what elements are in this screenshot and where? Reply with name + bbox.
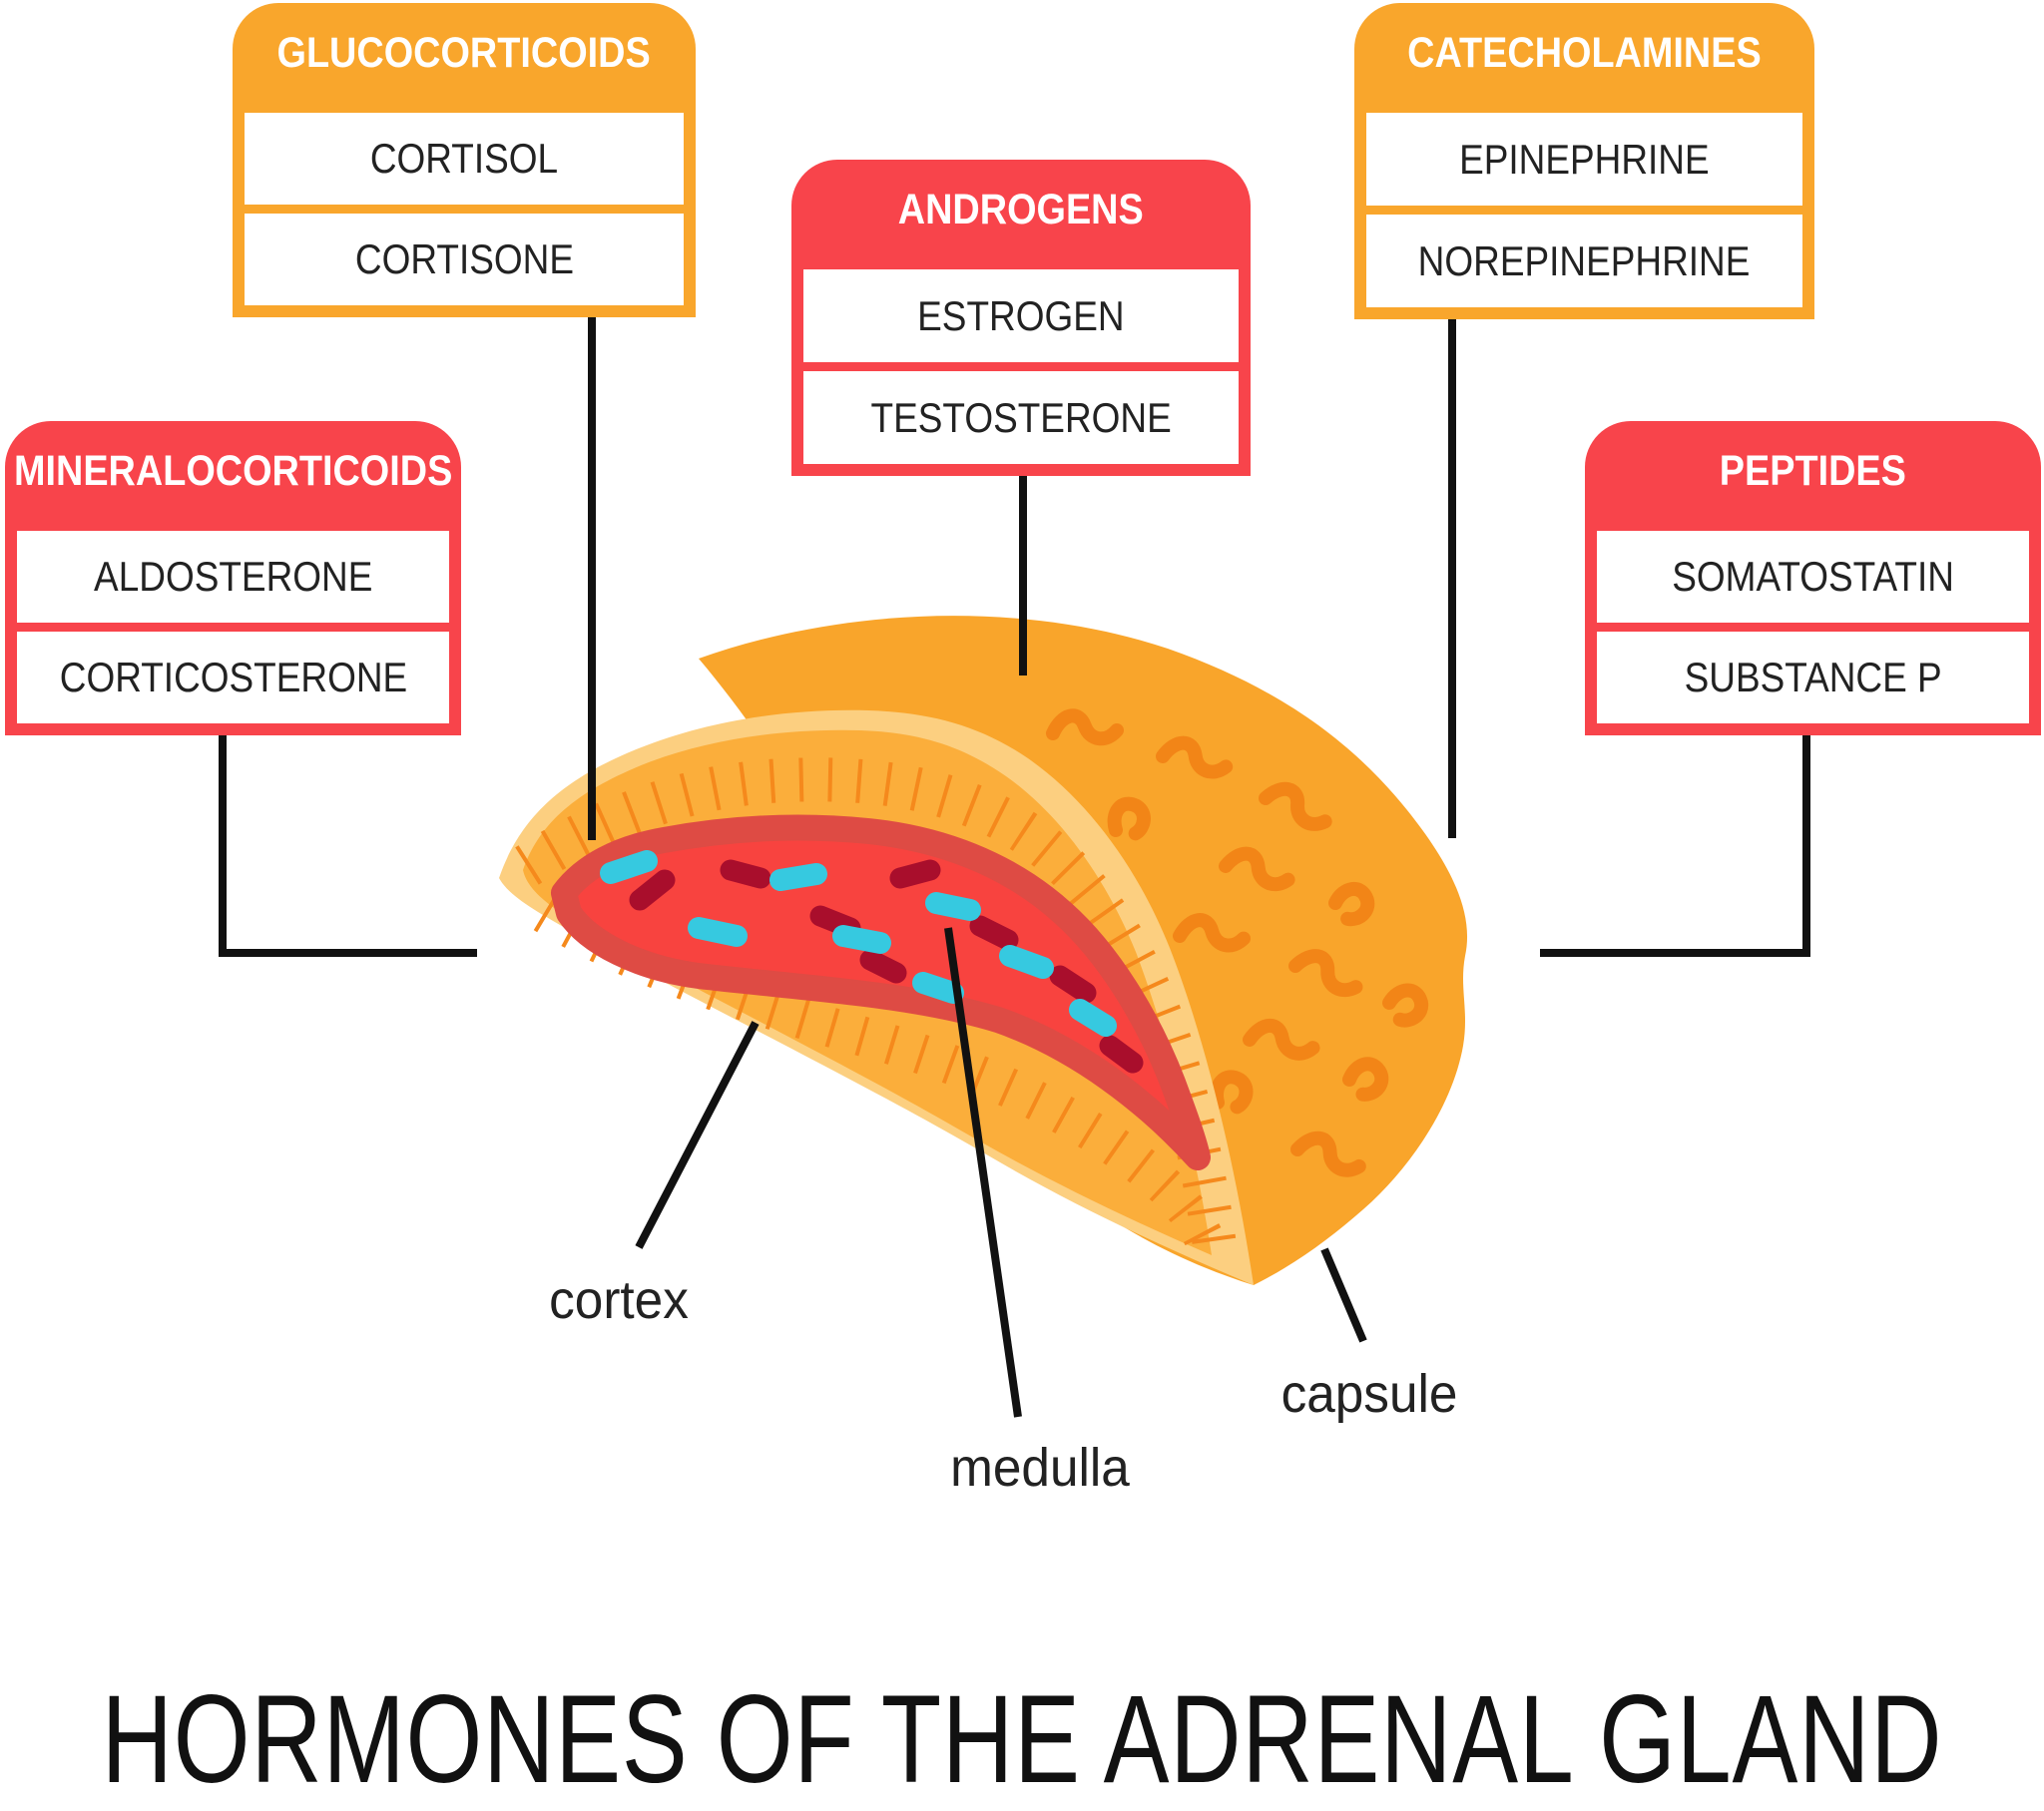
- box-mineralocorticoids-item: CORTICOSTERONE: [17, 632, 449, 723]
- box-mineralocorticoids-title: MINERALOCORTICOIDS: [13, 447, 453, 495]
- cortex-label: cortex: [549, 1270, 689, 1330]
- box-glucocorticoids-title: GLUCOCORTICOIDS: [276, 29, 652, 77]
- box-mineralocorticoids: MINERALOCORTICOIDS ALDOSTERONE CORTICOST…: [5, 421, 461, 735]
- connector-androgens: [1019, 476, 1027, 676]
- box-peptides: PEPTIDES SOMATOSTATIN SUBSTANCE P: [1585, 421, 2041, 735]
- box-catecholamines-item: NOREPINEPHRINE: [1366, 215, 1802, 307]
- box-glucocorticoids-item: CORTISONE: [245, 214, 684, 305]
- page-title: HORMONES OF THE ADRENAL GLAND: [101, 1670, 1943, 1809]
- cortex-pointer-line: [635, 1021, 760, 1249]
- box-mineralocorticoids-item: ALDOSTERONE: [17, 531, 449, 623]
- connector-peptides-horizontal: [1540, 949, 1810, 957]
- box-androgens-title: ANDROGENS: [898, 186, 1144, 233]
- connector-catecholamines: [1448, 319, 1456, 838]
- connector-peptides-vertical: [1802, 735, 1810, 957]
- pointer-lines: [635, 927, 1367, 1418]
- box-glucocorticoids: GLUCOCORTICOIDS CORTISOL CORTISONE: [233, 3, 696, 317]
- medulla-spots-cyan: [600, 850, 1117, 1037]
- box-peptides-item: SOMATOSTATIN: [1597, 531, 2029, 623]
- medulla-layer: [551, 814, 1211, 1170]
- box-androgens-item: TESTOSTERONE: [803, 371, 1239, 464]
- lobe-texture: [1046, 708, 1429, 1177]
- capsule-pointer-line: [1320, 1247, 1367, 1343]
- capsule-label: capsule: [1280, 1364, 1458, 1424]
- connector-mineralocorticoids-horizontal: [219, 949, 477, 957]
- connector-glucocorticoids: [588, 317, 596, 840]
- box-catecholamines-item: EPINEPHRINE: [1366, 113, 1802, 206]
- box-peptides-item: SUBSTANCE P: [1597, 632, 2029, 723]
- box-androgens-item: ESTROGEN: [803, 269, 1239, 362]
- medulla-label: medulla: [950, 1438, 1130, 1498]
- connector-mineralocorticoids-vertical: [219, 735, 227, 957]
- box-catecholamines: CATECHOLAMINES EPINEPHRINE NOREPINEPHRIN…: [1354, 3, 1814, 319]
- box-glucocorticoids-item: CORTISOL: [245, 113, 684, 205]
- box-catecholamines-title: CATECHOLAMINES: [1407, 29, 1762, 77]
- box-androgens: ANDROGENS ESTROGEN TESTOSTERONE: [791, 160, 1251, 476]
- box-peptides-title: PEPTIDES: [1719, 447, 1907, 495]
- medulla-pointer-line: [944, 927, 1022, 1418]
